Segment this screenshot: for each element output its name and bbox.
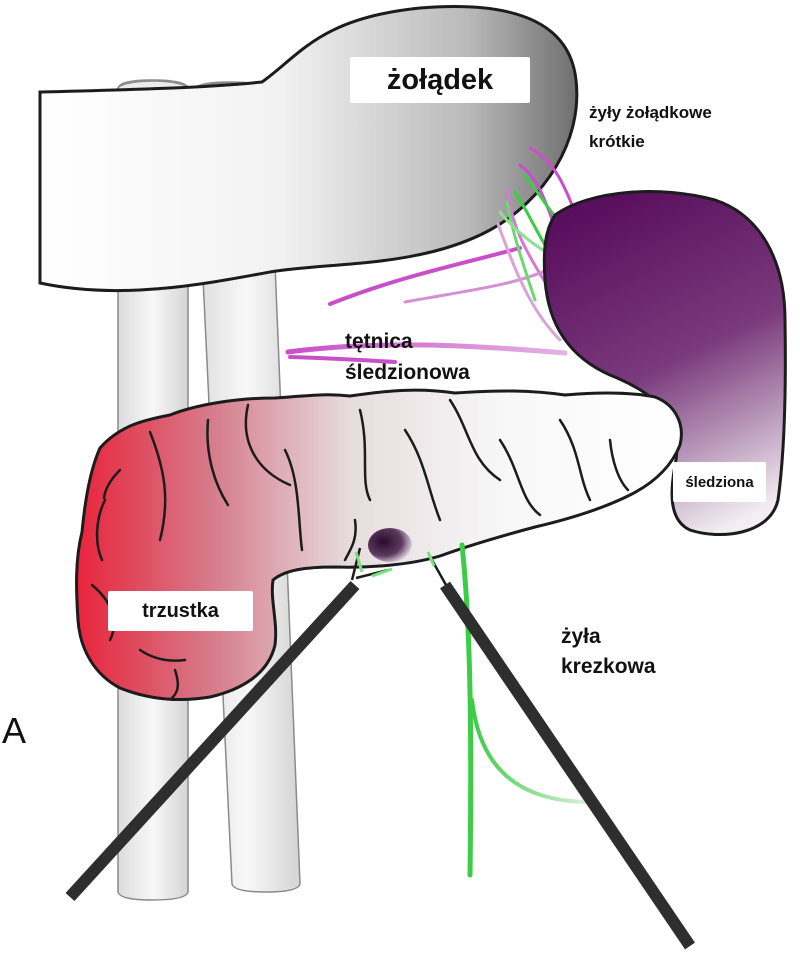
splenic-artery-main [285, 342, 568, 356]
mesenteric-vein-label-line2: krezkowa [561, 655, 656, 678]
spleen-label: śledziona [673, 462, 766, 502]
short-gastric-vein-3 [505, 200, 537, 302]
mesenteric-vein-label: żyła krezkowa [561, 622, 656, 682]
mesenteric-vein-label-line1: żyła [561, 625, 601, 648]
stomach-shape [38, 5, 579, 293]
panel-letter: A [2, 710, 27, 751]
pancreas-label: trzustka [108, 591, 253, 631]
laparoscopic-instruments [65, 547, 695, 950]
splenic-artery [285, 342, 568, 364]
instrument-left-shaft [65, 580, 360, 902]
mesenteric-vein-branch [470, 698, 587, 804]
tumor-lesion [368, 528, 412, 562]
short-gastric-label-line1: żyły żołądkowe [589, 103, 712, 122]
spleen-shape [542, 190, 787, 537]
stomach-label: żołądek [350, 57, 530, 103]
mesenteric-vein [459, 542, 587, 878]
short-gastric-veins-label: żyły żołądkowe krótkie [589, 98, 712, 156]
splenic-artery-branch [288, 355, 397, 364]
mesenteric-vein-main [459, 542, 474, 878]
pancreas-lobulation [90, 398, 630, 700]
splenic-artery-label: tętnica śledzionowa [345, 326, 470, 388]
splenic-artery-label-line2: śledzionowa [345, 361, 470, 384]
splenic-artery-label-line1: tętnica [345, 330, 413, 353]
short-gastric-artery-6 [496, 222, 562, 342]
vascular-clips [354, 551, 436, 578]
short-gastric-artery-4 [328, 246, 522, 306]
short-gastric-label-line2: krótkie [589, 132, 645, 151]
short-gastric-artery-1 [528, 146, 574, 207]
instrument-right-shaft [440, 581, 695, 950]
